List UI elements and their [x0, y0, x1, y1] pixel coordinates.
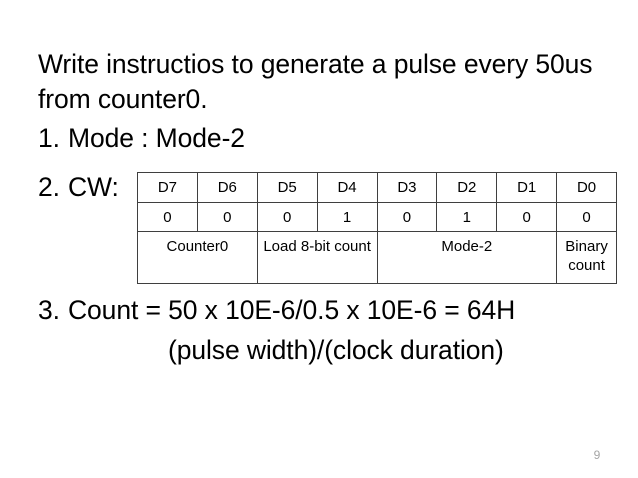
table-cell-bit-label: D0 — [556, 172, 617, 203]
list-item-text: CW: — [68, 172, 119, 202]
table-row-bit-values: 0 0 0 1 0 1 0 0 — [137, 202, 617, 232]
table-cell-bit-value: 0 — [196, 202, 258, 232]
table-cell-bit-label: D1 — [496, 172, 558, 203]
table-cell-bit-value: 1 — [316, 202, 378, 232]
list-item-text: Count = 50 x 10E-6/0.5 x 10E-6 = 64H — [68, 295, 516, 325]
table-cell-field-operating-mode: Mode-2 — [376, 231, 558, 284]
list-item-control-word: 2. CW: — [38, 171, 119, 204]
control-word-table: D7 D6 D5 D4 D3 D2 D1 D0 0 0 0 1 0 1 0 0 … — [137, 172, 617, 284]
table-row-bit-labels: D7 D6 D5 D4 D3 D2 D1 D0 — [137, 172, 617, 203]
table-cell-bit-value: 1 — [436, 202, 498, 232]
list-item-text: Mode : Mode-2 — [68, 123, 245, 153]
list-item-mode: 1. Mode : Mode-2 — [38, 122, 245, 155]
table-cell-bit-value: 0 — [256, 202, 318, 232]
table-cell-bit-value: 0 — [556, 202, 617, 232]
list-item-count: 3. Count = 50 x 10E-6/0.5 x 10E-6 = 64H — [38, 294, 515, 327]
count-formula-annotation: (pulse width)/(clock duration) — [168, 335, 504, 365]
table-cell-bit-label: D6 — [196, 172, 258, 203]
table-cell-bit-value: 0 — [376, 202, 438, 232]
table-row-field-meanings: Counter0 Load 8-bit count Mode-2 Binary … — [137, 231, 617, 284]
list-item-number: 2. — [38, 172, 60, 202]
list-item-number: 1. — [38, 123, 60, 153]
table-cell-bit-value: 0 — [137, 202, 198, 232]
table-cell-bit-value: 0 — [496, 202, 558, 232]
table-cell-field-counter: Counter0 — [137, 231, 258, 284]
table-cell-bit-label: D5 — [256, 172, 318, 203]
table-cell-field-load-mode: Load 8-bit count — [256, 231, 378, 284]
table-cell-bit-label: D2 — [436, 172, 498, 203]
table-cell-bit-label: D4 — [316, 172, 378, 203]
intro-paragraph: Write instructios to generate a pulse ev… — [38, 49, 593, 114]
table-cell-bit-label: D3 — [376, 172, 438, 203]
table-cell-bit-label: D7 — [137, 172, 198, 203]
slide-number: 9 — [593, 448, 601, 462]
table-cell-field-bcd-binary: Binary count — [556, 231, 617, 284]
list-item-number: 3. — [38, 295, 60, 325]
